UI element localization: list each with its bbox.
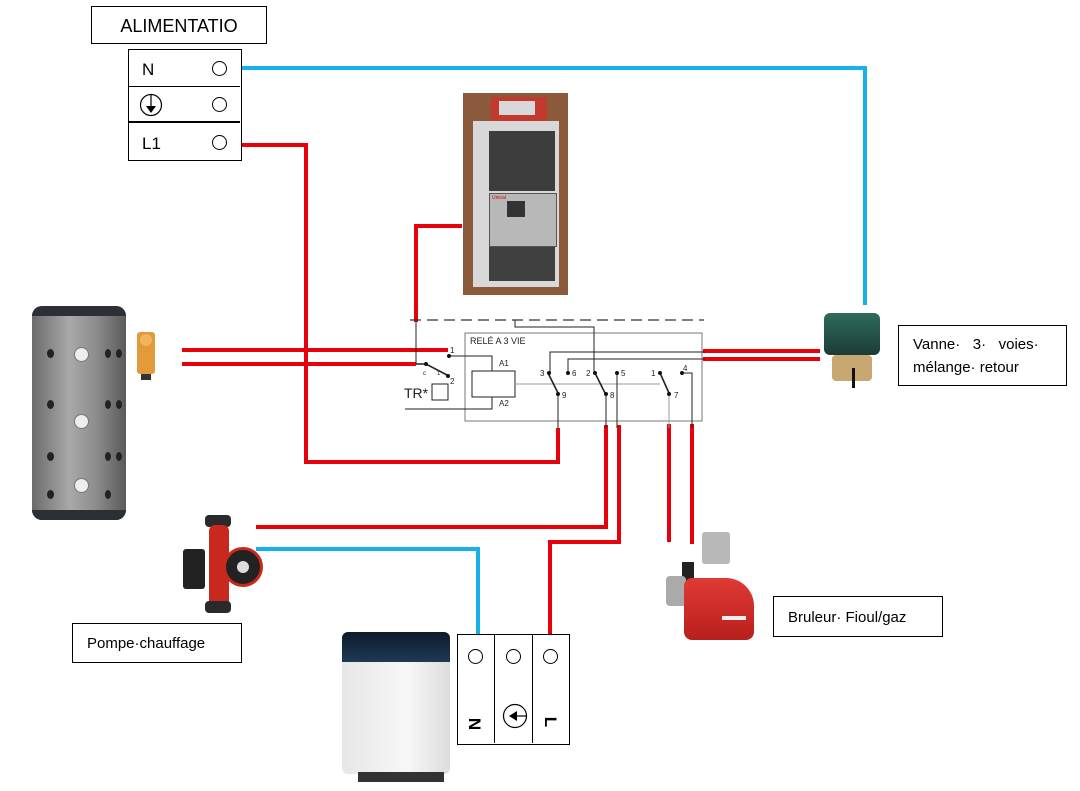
wire-pump-neutral: [256, 547, 480, 636]
thermostat-tr-label: TR*: [404, 385, 429, 401]
relay-title: RELÉ A 3 VIE: [470, 336, 526, 346]
terminal-screw-icon: [212, 135, 227, 150]
relay-contact-dots: [424, 354, 684, 396]
burner-label-box: Bruleur· Fioul/gaz: [773, 596, 943, 637]
contact-5-label: 5: [621, 369, 626, 378]
oil-boiler-terminal-n[interactable]: N: [458, 635, 495, 743]
valve-label-line1: Vanne· 3· voies·: [913, 336, 1039, 353]
terminal-screw-icon: [212, 61, 227, 76]
contact-4-label: 4: [683, 364, 688, 373]
wire-boiler-to-thermostat: [414, 224, 462, 322]
contact-8-label: 8: [610, 391, 615, 400]
alimentation-terminal-earth[interactable]: [129, 87, 240, 123]
contact-3-label: 3: [540, 369, 545, 378]
burner-label: Bruleur· Fioul/gaz: [788, 609, 907, 626]
contact-1-label: 1: [651, 369, 656, 378]
terminal-screw-icon: [506, 649, 521, 664]
oil-boiler-terminal-block: N L: [457, 634, 570, 745]
thermostat-tr-box: [431, 383, 449, 401]
oil-gas-boiler-image: [338, 628, 454, 785]
relay-coil: [471, 370, 516, 398]
wood-boiler-image: Unical: [463, 93, 568, 295]
contact-7-label: 7: [674, 391, 679, 400]
contact-6-label: 6: [572, 369, 577, 378]
thermostat-2-label: 2: [450, 377, 455, 386]
terminal-n-label: N: [142, 60, 155, 79]
pump-label-box: Pompe·chauffage: [72, 623, 242, 663]
alimentation-terminal-block: N L1: [128, 49, 242, 161]
earth-icon: [139, 93, 163, 117]
wire-pump-phase: [256, 425, 608, 529]
oil-boiler-terminal-l[interactable]: L: [533, 635, 569, 743]
wire-oilboiler-phase: [548, 425, 621, 636]
aquastat-thermostat-image: [137, 332, 155, 380]
burner-image: [662, 532, 762, 644]
relay-diagram: [405, 319, 705, 428]
contact-2-label: 2: [586, 369, 591, 378]
earth-icon: [502, 703, 528, 729]
relay-input-1-label: 1: [450, 346, 455, 355]
contact-9-label: 9: [562, 391, 567, 400]
terminal-screw-icon: [468, 649, 483, 664]
storage-tank-image: [32, 306, 126, 520]
alimentation-title: ALIMENTATIO: [120, 16, 238, 36]
valve-label-box: Vanne· 3· voies· mélange· retour: [898, 325, 1067, 386]
relay-a2-label: A2: [499, 399, 509, 408]
thermostat-1-label: 1: [437, 371, 441, 377]
alimentation-terminal-n[interactable]: N: [129, 50, 240, 87]
thermostat-c-label: c: [423, 371, 426, 377]
relay-a1-label: A1: [499, 359, 509, 368]
oil-boiler-terminal-l-label: L: [541, 716, 561, 728]
valve-label-line2: mélange· retour: [913, 359, 1019, 376]
wire-neutral-to-valve: [242, 66, 867, 305]
terminal-screw-icon: [212, 97, 227, 112]
pump-label: Pompe·chauffage: [87, 635, 206, 652]
relay-box: [464, 332, 703, 422]
terminal-screw-icon: [543, 649, 558, 664]
circulator-pump-image: [183, 515, 263, 615]
three-way-valve-image: [822, 313, 882, 388]
wire-phase-l1-to-relay: [242, 143, 560, 464]
alimentation-title-box: ALIMENTATIO: [91, 6, 267, 44]
terminal-l1-label: L1: [142, 134, 161, 153]
oil-boiler-terminal-earth[interactable]: [495, 635, 533, 743]
oil-boiler-terminal-n-label: N: [465, 717, 485, 731]
alimentation-terminal-l1[interactable]: L1: [129, 124, 240, 160]
wood-boiler-brand: Unical: [492, 195, 506, 201]
